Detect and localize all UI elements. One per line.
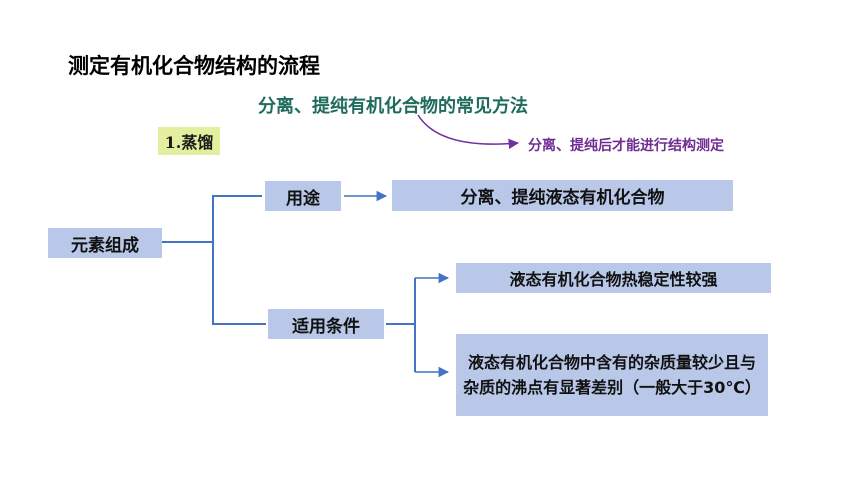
use-box: 用途 — [265, 181, 341, 211]
condition-2-box: 液态有机化合物中含有的杂质量较少且与杂质的沸点有显著差别（一般大于30℃） — [456, 334, 768, 416]
left-bracket — [212, 195, 266, 325]
condition-1-box: 液态有机化合物热稳定性较强 — [456, 263, 771, 293]
note-arrow — [417, 114, 520, 150]
note-text: 分离、提纯后才能进行结构测定 — [528, 138, 724, 154]
subtitle: 分离、提纯有机化合物的常见方法 — [258, 96, 528, 117]
page-title: 测定有机化合物结构的流程 — [68, 54, 320, 78]
use-result-box: 分离、提纯液态有机化合物 — [392, 180, 733, 211]
condition-box: 适用条件 — [268, 309, 384, 339]
root-box: 元素组成 — [48, 228, 162, 258]
section-tag: 1.蒸馏 — [158, 127, 220, 155]
